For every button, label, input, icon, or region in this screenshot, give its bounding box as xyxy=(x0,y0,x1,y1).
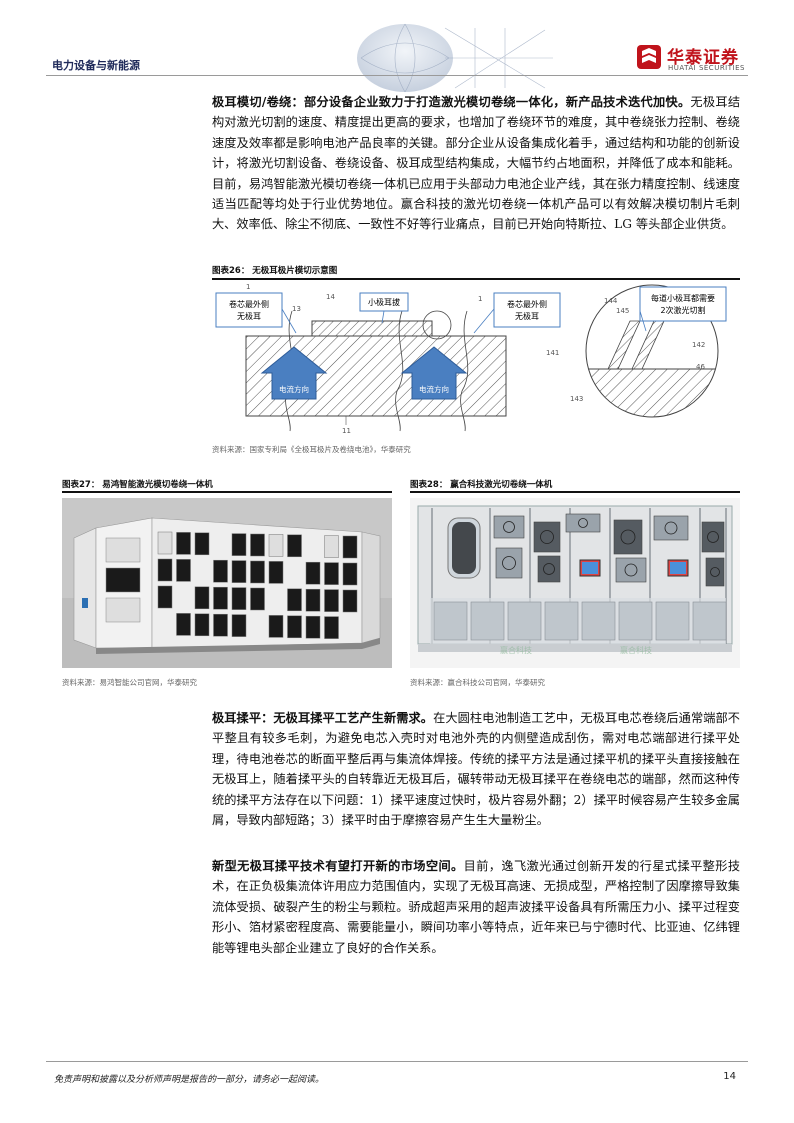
paragraph-body: 无极耳结构对激光切割的速度、精度提出更高的要求，也增加了卷绕环节的难度，其中卷绕… xyxy=(212,95,741,232)
ref-141: 141 xyxy=(546,349,559,357)
break-line-right xyxy=(460,310,469,432)
ref-14: 14 xyxy=(326,293,335,301)
logo-english-name: HUATAI SECURITIES xyxy=(668,64,745,72)
logo-chinese-name: 华泰证券 xyxy=(667,48,739,68)
figure-26-source: 资料来源：国家专利局《全极耳极片及卷绕电池》，华泰研究 xyxy=(212,445,411,454)
paragraph-lead: 极耳模切/卷绕：部分设备企业致力于打造激光模切卷绕一体化，新产品技术迭代加快。 xyxy=(212,95,691,109)
ref-1b: 1 xyxy=(478,295,482,303)
figure-28-rule xyxy=(410,491,740,493)
current-arrow-left: 电流方向 xyxy=(260,346,328,400)
ref-1: 1 xyxy=(246,283,250,291)
watermark-text-2: 赢合科技 xyxy=(620,645,652,655)
paragraph-lead: 新型无极耳揉平技术有望打开新的市场空间。 xyxy=(212,859,464,873)
page-number: 14 xyxy=(723,1071,736,1082)
ref-13: 13 xyxy=(292,305,301,313)
ref-143: 143 xyxy=(570,395,583,403)
callout-core-right: 卷芯最外侧无极耳 xyxy=(507,299,547,321)
paragraph-body: 目前，逸飞激光通过创新开发的行星式揉平整形技术，在正负极集流体许用应力范围值内，… xyxy=(212,859,741,955)
ref-145: 145 xyxy=(616,307,629,315)
figure-27-source: 资料来源：易鸿智能公司官网，华泰研究 xyxy=(62,678,197,687)
huatai-logo-mark-icon xyxy=(637,45,661,69)
figure-27-title: 图表27： 易鸿智能激光模切卷绕一体机 xyxy=(62,480,213,490)
figure-28-source: 资料来源：赢合科技公司官网，华泰研究 xyxy=(410,678,545,687)
footer-disclaimer: 免责声明和披露以及分析师声明是报告的一部分，请务必一起阅读。 xyxy=(54,1075,325,1085)
paragraph-new-flattening-tech: 新型无极耳揉平技术有望打开新的市场空间。目前，逸飞激光通过创新开发的行星式揉平整… xyxy=(212,856,740,958)
current-label-left: 电流方向 xyxy=(279,384,309,394)
figure-28-machine-photo: 赢合科技 赢合科技 xyxy=(410,498,740,668)
figure-27-machine-photo xyxy=(62,498,392,668)
paragraph-lead: 极耳揉平：无极耳揉平工艺产生新需求。 xyxy=(212,711,434,725)
figure-28-title: 图表28： 赢合科技激光切卷绕一体机 xyxy=(410,480,553,490)
footer-divider xyxy=(46,1061,748,1062)
header-globe-graphic xyxy=(357,23,553,93)
callout-core-left: 卷芯最外侧无极耳 xyxy=(229,299,269,321)
figure-27-rule xyxy=(62,491,392,493)
paragraph-tab-flattening: 极耳揉平：无极耳揉平工艺产生新需求。在大圆柱电池制造工艺中，无极耳电芯卷绕后通常… xyxy=(212,708,740,830)
current-label-right: 电流方向 xyxy=(419,384,449,394)
header-section-title: 电力设备与新能源 xyxy=(52,59,140,72)
watermark-text: 赢合科技 xyxy=(500,645,532,655)
ref-142: 142 xyxy=(692,341,705,349)
ref-11: 11 xyxy=(342,427,351,435)
small-tab-strip xyxy=(311,320,433,337)
callout-small-tab: 小极耳拔 xyxy=(368,297,400,307)
huatai-logo: 华泰证券 HUATAI SECURITIES xyxy=(636,42,746,76)
paragraph-body: 在大圆柱电池制造工艺中，无极耳电芯卷绕后通常端部不平整且有较多毛刺，为避免电芯入… xyxy=(212,711,740,828)
detail-circle-marker xyxy=(422,310,452,340)
figure-26-rule xyxy=(212,278,740,280)
ref-144: 144 xyxy=(604,297,618,305)
ref-46: 46 xyxy=(696,363,705,371)
figure-26-title: 图表26： 无极耳极片模切示意图 xyxy=(212,266,338,276)
current-arrow-right: 电流方向 xyxy=(400,346,468,400)
figure-26-diagram: 电流方向 电流方向 卷芯最外侧无极耳 小极耳拔 卷芯最外侧无极耳 1 14 13… xyxy=(215,283,727,435)
header-divider xyxy=(46,75,748,76)
paragraph-tab-cutting: 极耳模切/卷绕：部分设备企业致力于打造激光模切卷绕一体化，新产品技术迭代加快。无… xyxy=(212,92,740,235)
break-line-mid xyxy=(395,310,404,432)
